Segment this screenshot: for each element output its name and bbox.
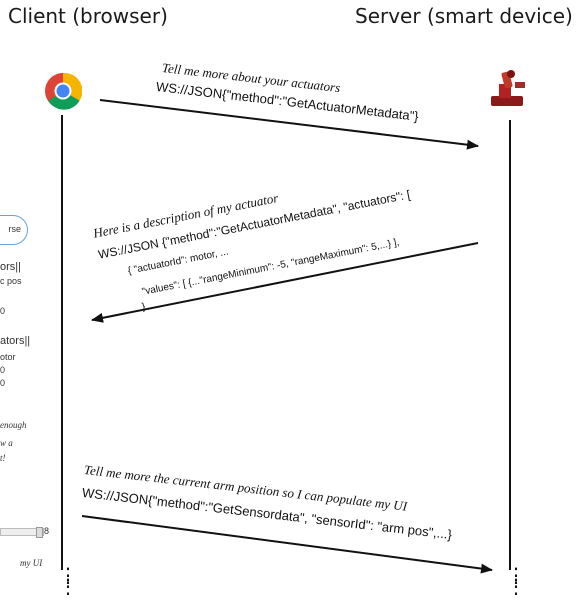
chrome-browser-icon [45,72,82,110]
client-ui-line: ors|| [0,261,21,273]
client-ui-slider-value: 8 [44,526,50,536]
client-ui-line: 0 [0,306,6,316]
arrow-msg-2 [91,242,479,323]
arrow-msg-1 [99,99,479,150]
server-header: Server (smart device) [355,4,573,28]
client-ui-note: w a [0,438,13,448]
client-ui-line: 0 [0,378,6,388]
client-ui-note: enough [0,420,27,430]
server-continuation-dots: ⋮⋮ [506,563,526,598]
client-ui-slider [0,527,44,538]
client-ui-footer-note: my UI [20,558,43,568]
robot-arm-icon [491,70,525,106]
client-ui-line: 0 [0,365,6,375]
client-ui-line: ators|| [0,335,31,347]
client-ui-line: c pos [0,276,22,286]
server-lifeline [509,120,511,570]
client-ui-fragment: rse ors|| c pos 0 ators|| otor 0 0 enoug… [0,195,60,575]
client-header: Client (browser) [8,4,168,28]
client-continuation-dots: ⋮⋮ [58,563,78,598]
client-ui-bubble: rse [0,215,28,245]
client-ui-slider-knob [36,527,43,538]
arrow-msg-3 [81,515,493,574]
client-ui-note: t! [0,453,6,463]
client-ui-line: otor [0,352,16,362]
client-lifeline [61,115,63,570]
